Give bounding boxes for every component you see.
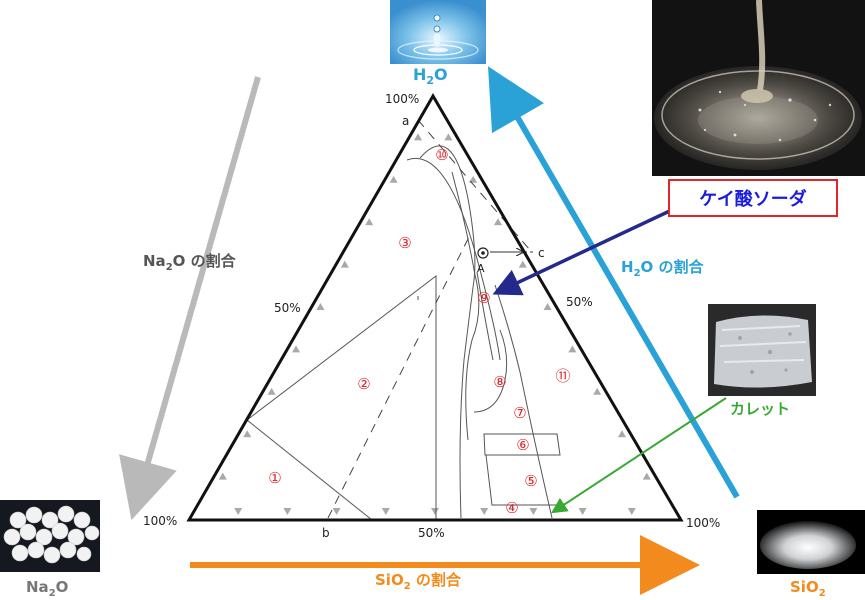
tick-mark	[593, 387, 602, 395]
tick-mark	[518, 260, 527, 268]
tick-mark	[617, 430, 626, 438]
water-glass-callout: ケイ酸ソーダ	[699, 188, 807, 210]
region-boundaries	[246, 145, 561, 521]
tick-mark	[431, 508, 439, 515]
water-drop-photo	[390, 0, 486, 64]
point-c: c	[538, 246, 545, 260]
region-7: ⑦	[513, 404, 526, 422]
tick-mark	[292, 345, 301, 353]
sio2-ratio-label: SiO2 の割合	[375, 571, 462, 592]
h2o-vertex-label: H2O	[413, 65, 448, 87]
tick-mark	[340, 260, 349, 268]
ternary-triangle	[186, 93, 684, 522]
tick-mark	[444, 133, 453, 141]
na2o-ratio-label: Na2O の割合	[143, 252, 237, 273]
tick-mark	[316, 303, 325, 310]
construction-lines	[327, 119, 531, 519]
tick-mark	[234, 508, 243, 515]
na2o-ratio-arrow	[119, 76, 261, 521]
water-glass-arrow	[492, 198, 694, 296]
tick-mark	[267, 387, 276, 395]
bottom-edge-50: 50%	[418, 526, 445, 540]
h2o-ratio-arrow	[487, 66, 740, 499]
tick-mark	[493, 218, 502, 226]
na2o-pellets-photo	[0, 500, 100, 572]
tick-mark	[578, 508, 587, 515]
h2o-ratio-label: H2O の割合	[621, 258, 705, 279]
point-b: b	[322, 526, 330, 540]
tick-mark	[243, 430, 252, 438]
cullet-arrow	[550, 397, 727, 514]
tick-mark	[218, 472, 227, 480]
water-glass-photo	[652, 0, 865, 176]
sio2-powder-photo	[757, 510, 865, 574]
tick-mark	[283, 508, 292, 515]
tick-mark	[529, 508, 538, 515]
region-4: ④	[505, 499, 518, 517]
region-9: ⑨	[477, 289, 490, 307]
vertex-left-percent: 100%	[143, 514, 177, 528]
water-glass-callout-box	[668, 179, 838, 217]
vertex-top-percent: 100%	[385, 92, 419, 106]
vertex-right-percent: 100%	[686, 516, 720, 530]
region-10: ⑩	[435, 146, 448, 164]
region-5: ⑤	[524, 472, 537, 490]
sio2-vertex-label: SiO2	[790, 578, 826, 599]
point-a-marker	[477, 247, 489, 259]
tick-mark	[389, 175, 398, 183]
point-A: A	[477, 262, 485, 275]
edge-ticks	[218, 133, 651, 515]
point-a-lower: a	[402, 114, 409, 128]
tick-mark	[627, 508, 636, 515]
tick-mark	[543, 303, 552, 310]
tick-mark	[332, 508, 341, 515]
tick-mark	[642, 472, 651, 480]
tick-mark	[480, 508, 489, 515]
region-11: ⑪	[555, 367, 570, 385]
tick-mark	[568, 345, 577, 353]
cullet-label: カレット	[730, 400, 790, 418]
na2o-vertex-label: Na2O	[26, 578, 68, 599]
right-edge-50: 50%	[566, 295, 593, 309]
left-edge-50: 50%	[274, 301, 301, 315]
cullet-photo	[708, 304, 816, 396]
region-1: ①	[268, 469, 281, 487]
region-6: ⑥	[516, 436, 529, 454]
tick-mark	[469, 175, 478, 183]
region-3: ③	[398, 234, 411, 252]
region-2: ②	[357, 375, 370, 393]
tick-mark	[414, 133, 423, 141]
tick-mark	[381, 508, 390, 515]
region-8: ⑧	[493, 373, 506, 391]
region-labels: ⑩ ③ ⑨ ② ⑧ ⑪ ⑦ ⑥ ① ⑤ ④	[268, 146, 570, 517]
tick-mark	[365, 218, 374, 226]
